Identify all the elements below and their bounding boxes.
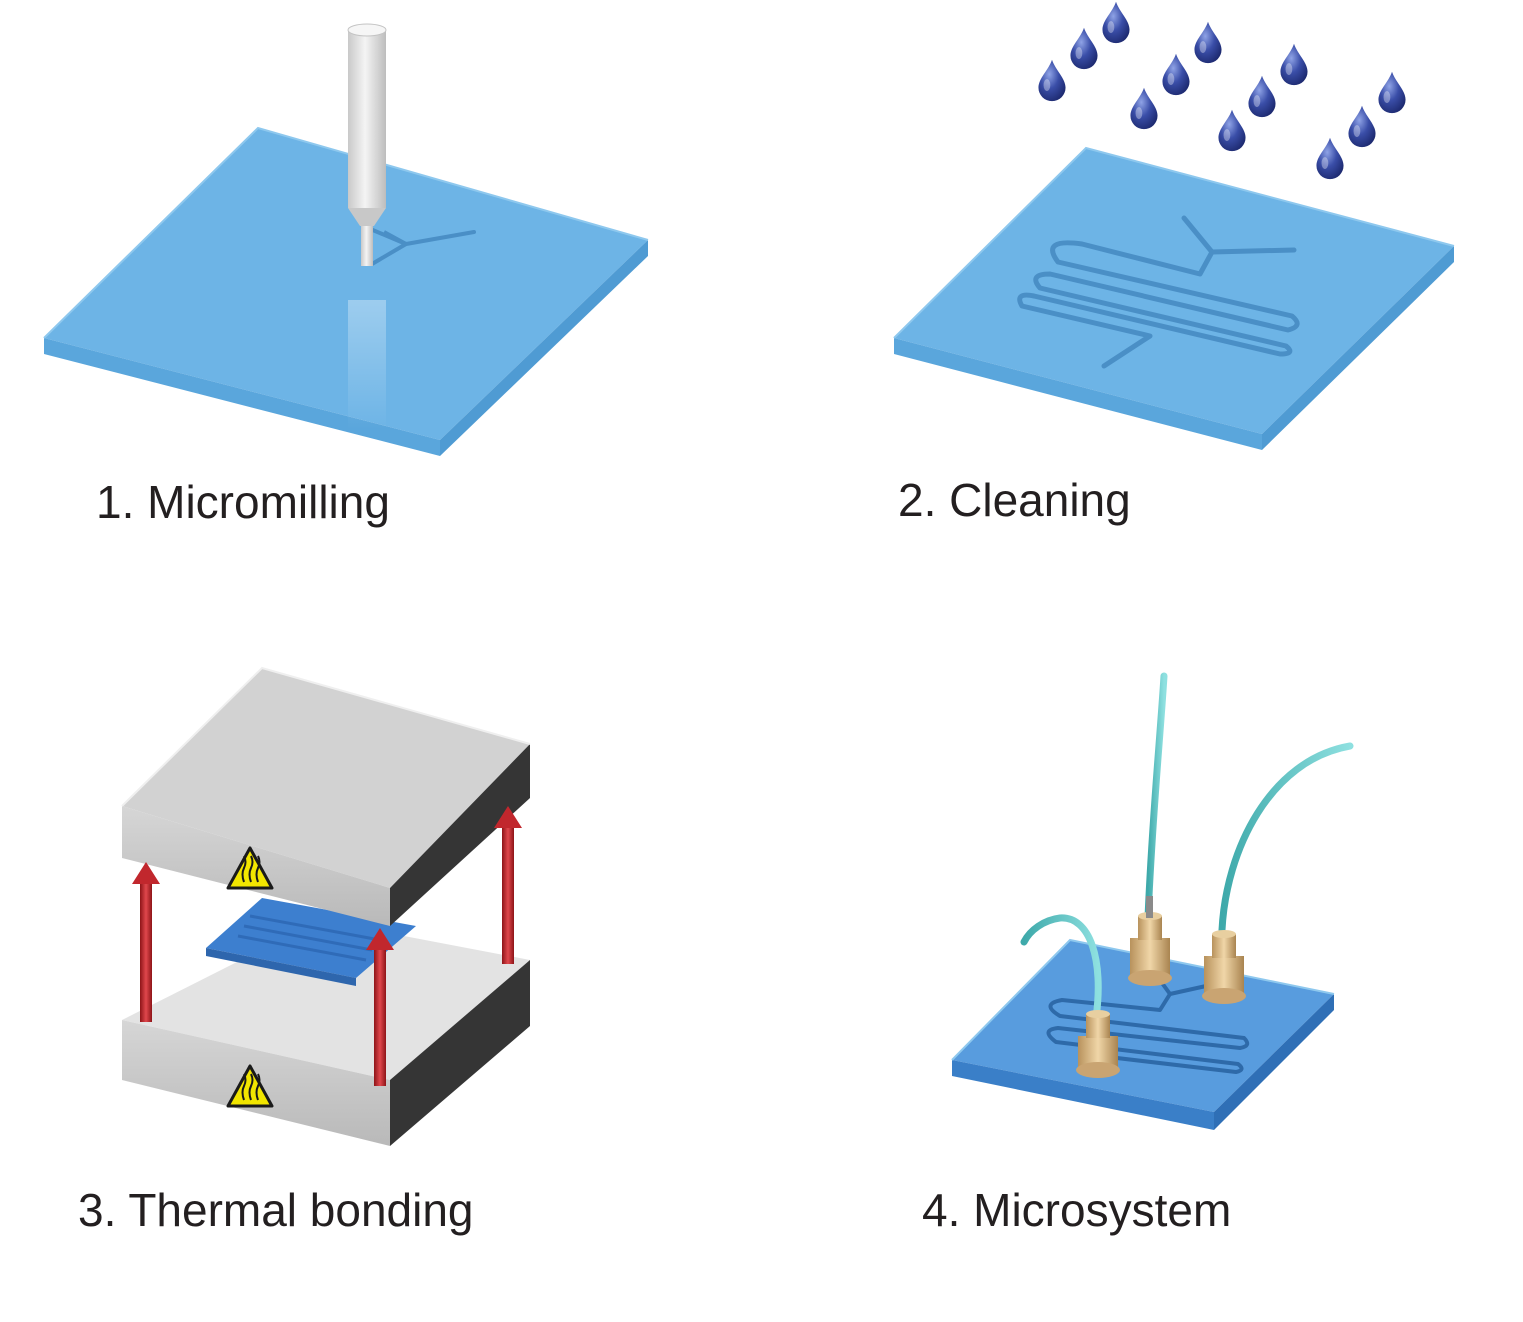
water-droplet-icon (1038, 59, 1066, 102)
tubing-icon (1020, 914, 1102, 1022)
tubing-icon (1144, 672, 1168, 922)
water-droplet-icon (1070, 27, 1098, 70)
water-droplet-icon (1280, 43, 1308, 86)
water-droplet-icon (1130, 87, 1158, 130)
water-droplet-icon (1248, 75, 1276, 118)
water-droplet-icon (1102, 1, 1130, 44)
thermal-bonding-illustration (121, 666, 531, 1146)
step-label-cleaning: 2. Cleaning (898, 474, 1131, 526)
micromilling-illustration (43, 23, 649, 456)
water-droplet-icon (1316, 137, 1344, 180)
water-droplet-icon (1194, 21, 1222, 64)
step-label-thermal-bonding: 3. Thermal bonding (78, 1184, 474, 1236)
upper-heated-press (121, 666, 531, 926)
pmma-plate (43, 126, 649, 456)
up-arrow-icon (366, 928, 394, 1086)
milling-tool-icon (347, 23, 387, 430)
cleaning-illustration (893, 1, 1455, 450)
step-label-micromilling: 1. Micromilling (96, 476, 390, 528)
fitting-icon (1128, 896, 1172, 986)
up-arrow-icon (132, 862, 160, 1022)
up-arrow-icon (494, 806, 522, 964)
water-droplet-icon (1378, 71, 1406, 114)
pmma-plate (893, 146, 1455, 450)
water-droplet-icon (1218, 109, 1246, 152)
microsystem-illustration (951, 672, 1354, 1130)
serpentine-channel (1017, 215, 1300, 369)
milled-channel (366, 226, 476, 266)
step-label-microsystem: 4. Microsystem (922, 1184, 1231, 1236)
heat-warning-icon (226, 846, 274, 890)
fitting-icon (1076, 1010, 1120, 1078)
water-droplet-icon (1162, 53, 1190, 96)
heat-warning-icon (226, 1064, 274, 1108)
fitting-icon (1202, 930, 1246, 1004)
water-droplet-icon (1348, 105, 1376, 148)
tubing-icon (1218, 742, 1354, 934)
